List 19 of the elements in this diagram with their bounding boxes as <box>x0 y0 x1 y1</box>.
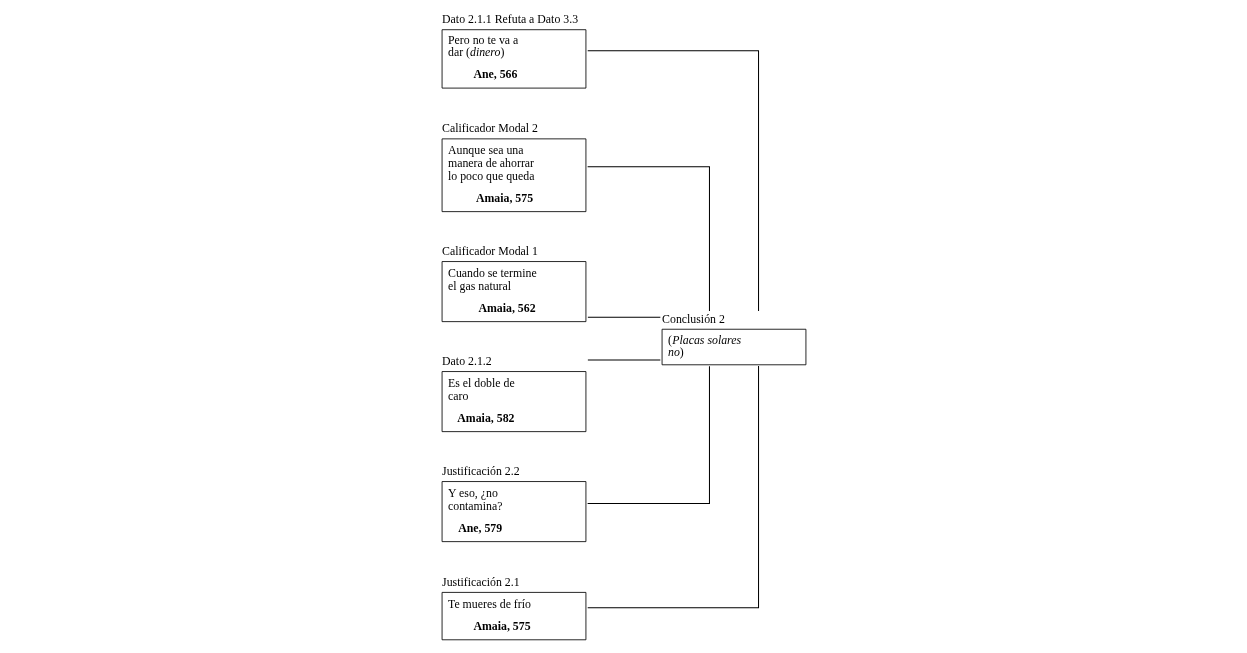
node-label: Dato 2.1.1 Refuta a Dato 3.3 <box>441 12 578 27</box>
node-box: Es el doble de caro Amaia, 582 <box>441 371 586 433</box>
node-label: Dato 2.1.2 <box>441 353 492 368</box>
node-box: Te mueres de frío Amaia, 575 <box>441 591 586 641</box>
node-label: Justificación 2.1 <box>441 574 520 589</box>
connector <box>586 365 759 609</box>
connector <box>586 365 710 505</box>
node-label: Calificador Modal 1 <box>441 243 538 258</box>
connector <box>586 166 710 312</box>
node-label: Conclusión 2 <box>661 311 725 326</box>
node-box: Aunque sea una manera de ahorrar lo poco que queda Amaia, 575 <box>441 138 586 213</box>
connector <box>586 50 759 312</box>
node-box: Cuando se termine el gas natural Amaia, 562 <box>441 261 586 323</box>
node-box: Pero no te va a dar (dinero) Ane, 566 <box>441 29 586 89</box>
node-label: Justificación 2.2 <box>441 463 520 478</box>
node-box: Y eso, ¿no contamina? Ane, 579 <box>441 481 586 543</box>
connector <box>586 316 661 318</box>
node-label: Calificador Modal 2 <box>441 121 538 136</box>
node-box: (Placas solares no) <box>661 328 806 366</box>
